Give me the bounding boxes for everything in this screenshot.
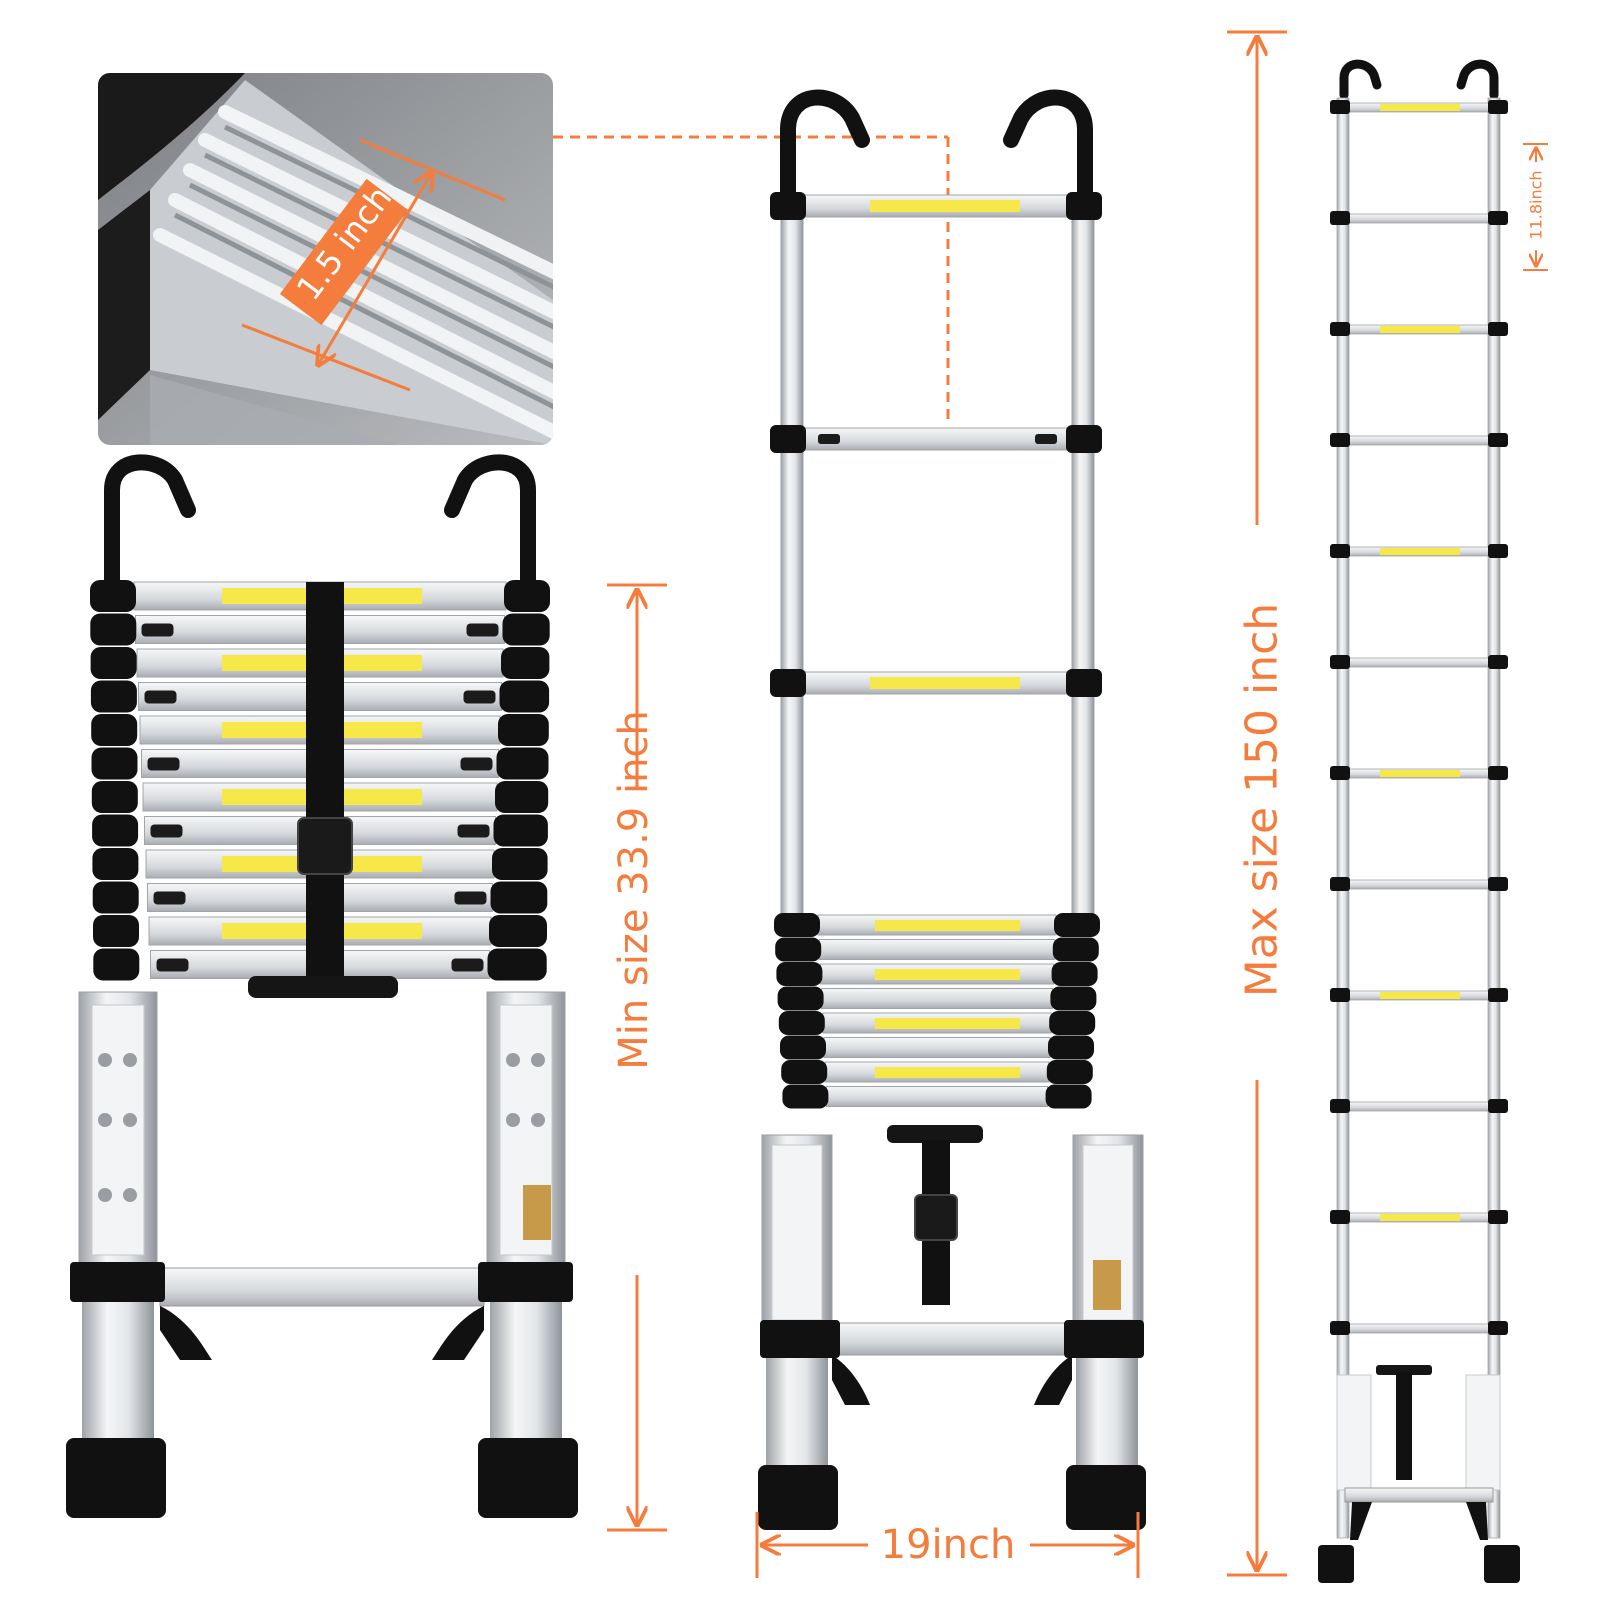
extended-rung <box>1330 988 1508 1002</box>
extended-rung <box>1330 211 1508 225</box>
extended-rung <box>770 192 1102 220</box>
extended-rung <box>770 425 1102 453</box>
width-label: 19inch <box>880 1522 1016 1568</box>
collapsed-ladder <box>66 454 578 1518</box>
rung-closeup-inset <box>98 73 553 445</box>
stacked-rung <box>778 1011 1096 1035</box>
min-size-dimension <box>607 583 667 1532</box>
extended-rung <box>1330 433 1508 447</box>
stacked-rung <box>774 913 1100 937</box>
extended-rung <box>1330 1321 1508 1335</box>
extended-rung <box>1330 322 1508 336</box>
stacked-rung <box>776 962 1098 986</box>
stacked-rung <box>780 1035 1094 1060</box>
stacked-rung <box>782 1084 1092 1109</box>
partially-extended-ladder <box>758 89 1146 1530</box>
extended-rung <box>1330 766 1508 780</box>
max-size-dimension <box>1227 30 1287 1577</box>
rung-spacing-label: 11.8inch <box>1526 170 1546 240</box>
extended-rung <box>770 669 1102 697</box>
stacked-rung <box>781 1060 1093 1084</box>
inset-connector-lines <box>553 135 950 423</box>
stacked-rung <box>775 937 1099 962</box>
stacked-rung <box>777 986 1097 1011</box>
extended-rung <box>1330 877 1508 891</box>
width-dimension <box>755 1512 1140 1578</box>
extended-rung <box>1330 544 1508 558</box>
extended-rung <box>1330 100 1508 114</box>
max-size-label: Max size 150 inch <box>1236 602 1288 998</box>
fully-extended-ladder <box>1318 59 1520 1583</box>
min-size-label: Min size 33.9 inch <box>611 710 657 1070</box>
extended-rung <box>1330 1210 1508 1224</box>
extended-rung <box>1330 655 1508 669</box>
rung-spacing-dimension <box>1523 143 1548 271</box>
extended-rung <box>1330 1099 1508 1113</box>
